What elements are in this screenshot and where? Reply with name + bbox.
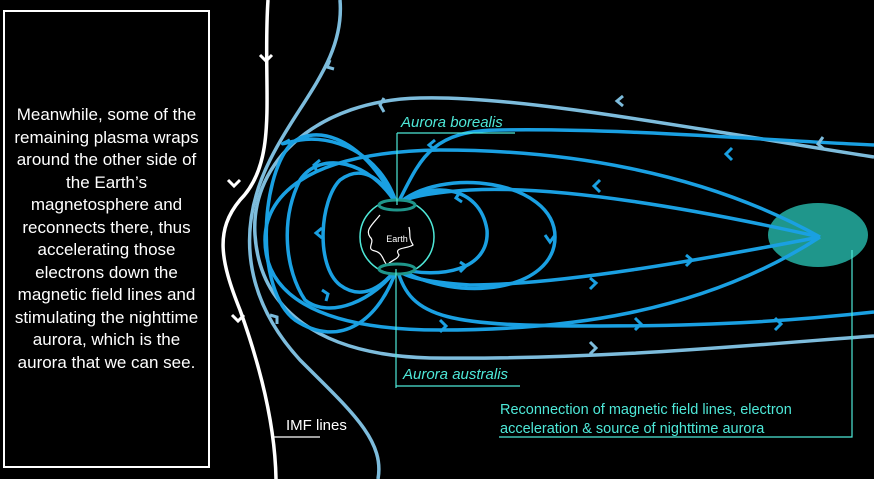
direction-arrows xyxy=(226,53,825,356)
reconnection-label: Reconnection of magnetic field lines, el… xyxy=(500,402,792,437)
outer-field-lines xyxy=(247,0,874,479)
aurora-borealis-label: Aurora borealis xyxy=(401,114,503,131)
aurora-australis-label: Aurora australis xyxy=(403,366,509,383)
magnetic-field-lines xyxy=(263,128,874,334)
imf-line xyxy=(221,0,278,479)
label-leaders xyxy=(272,132,853,438)
narration-box: Meanwhile, some of the remaining plasma … xyxy=(3,10,210,468)
earth-label: Earth xyxy=(386,234,408,244)
earth: Earth xyxy=(359,198,435,276)
narration-text: Meanwhile, some of the remaining plasma … xyxy=(14,105,199,372)
imf-lines-label: IMF lines xyxy=(286,417,347,434)
